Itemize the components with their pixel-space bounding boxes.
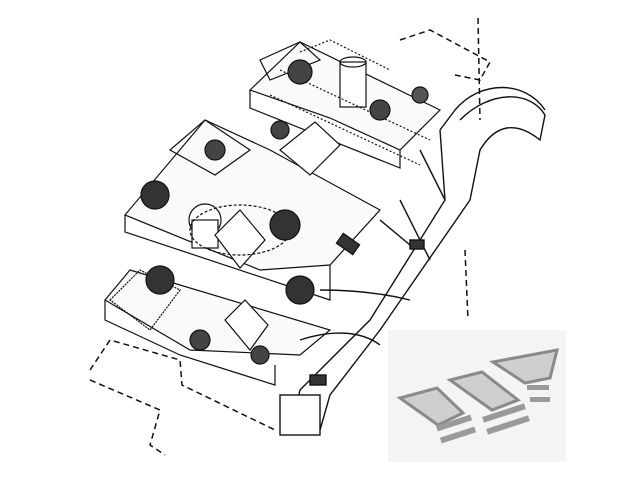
- block-south: [104, 265, 332, 386]
- massing-model-inset: [388, 330, 566, 462]
- block-north: [248, 39, 442, 169]
- block-middle: [124, 119, 381, 305]
- main-road: [279, 86, 546, 436]
- dashed-site-boundary: [89, 17, 492, 456]
